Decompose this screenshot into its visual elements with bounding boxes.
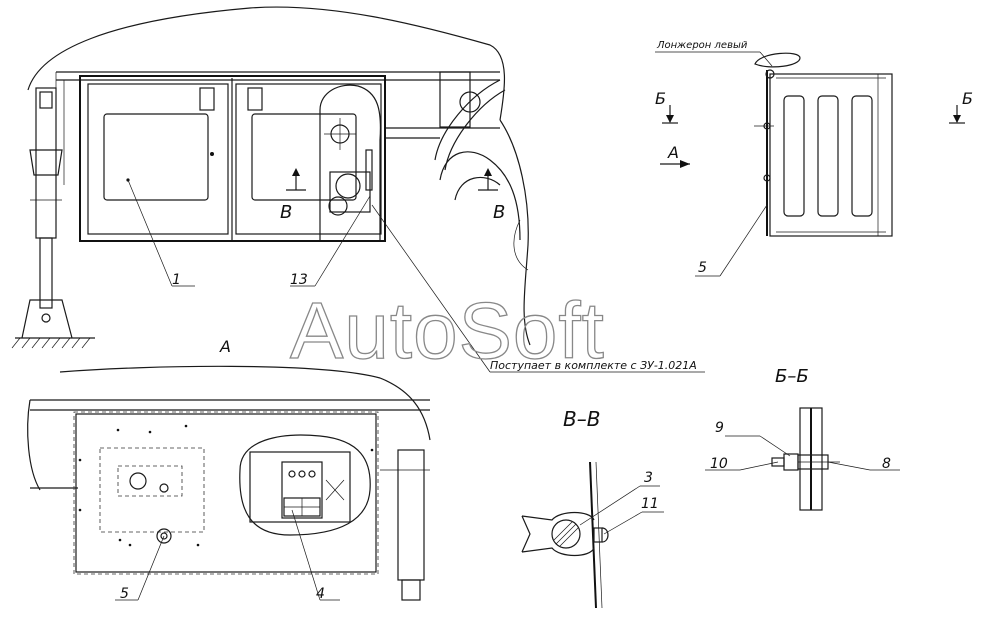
note-spar: Лонжерон левый xyxy=(656,40,748,51)
callout-5-top: 5 xyxy=(698,260,707,276)
callout-8: 8 xyxy=(882,456,891,472)
side-view xyxy=(655,51,965,277)
callout-9: 9 xyxy=(715,420,724,436)
callout-3: 3 xyxy=(644,470,653,486)
section-bb-title: Б–Б xyxy=(775,366,809,387)
section-bb xyxy=(705,407,900,511)
callout-11: 11 xyxy=(641,496,659,512)
section-vv-title: В–В xyxy=(563,407,600,431)
callout-10: 10 xyxy=(710,456,728,472)
view-a-title: A xyxy=(219,337,231,356)
arrow-b-right-label: Б xyxy=(962,89,973,108)
callout-4: 4 xyxy=(316,586,325,602)
callout-5-bottom: 5 xyxy=(120,586,129,602)
view-a xyxy=(27,365,431,601)
section-vv xyxy=(521,461,664,609)
arrow-v-left-label: В xyxy=(280,202,292,223)
arrow-b-left-label: Б xyxy=(655,89,666,108)
note-kit: Поступает в комплекте с ЗУ-1.021А xyxy=(490,359,697,372)
watermark-text: AutoSoft xyxy=(290,286,605,375)
callout-1: 1 xyxy=(172,272,181,288)
main-view xyxy=(11,6,705,373)
arrow-a-label: А xyxy=(667,143,679,162)
callout-13: 13 xyxy=(290,272,308,288)
arrow-v-right-label: В xyxy=(493,202,505,223)
